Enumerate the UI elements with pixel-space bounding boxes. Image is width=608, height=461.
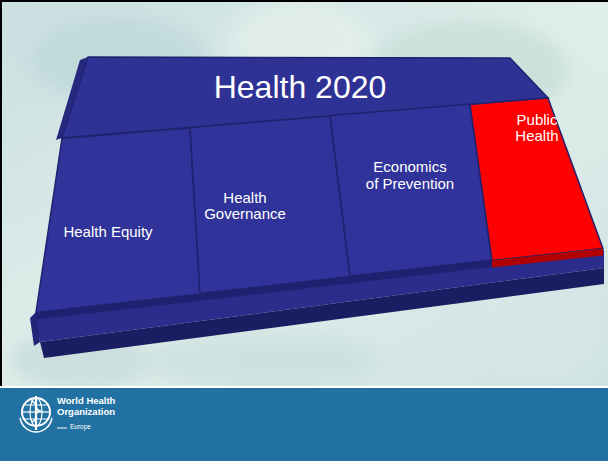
pillar-box: Health Equity bbox=[36, 128, 200, 313]
who-logo bbox=[20, 396, 52, 432]
pillar-label: Health Equity bbox=[63, 224, 153, 241]
org-name: World Health Organization bbox=[57, 395, 127, 417]
pillar-box-highlight: Public Health bbox=[470, 98, 603, 261]
label-holder: Europe bbox=[70, 423, 110, 431]
pillar-label: Public Health bbox=[506, 112, 568, 145]
pillar-label: Economics of Prevention bbox=[365, 159, 455, 192]
title-text: Health 2020 bbox=[214, 70, 387, 105]
pillar-box: Economics of Prevention bbox=[330, 104, 492, 276]
rule-line bbox=[57, 428, 67, 429]
label-holder: World Health Organization bbox=[57, 395, 127, 417]
pillar-shape bbox=[190, 116, 350, 294]
pillar-shape bbox=[36, 128, 200, 313]
pillar-label: Health Governance bbox=[200, 190, 290, 223]
org-region: Europe bbox=[70, 423, 110, 431]
pillar-box: Health Governance bbox=[190, 116, 350, 294]
title-band: Health 2020Health Equity Health Governanc… bbox=[0, 0, 608, 380]
